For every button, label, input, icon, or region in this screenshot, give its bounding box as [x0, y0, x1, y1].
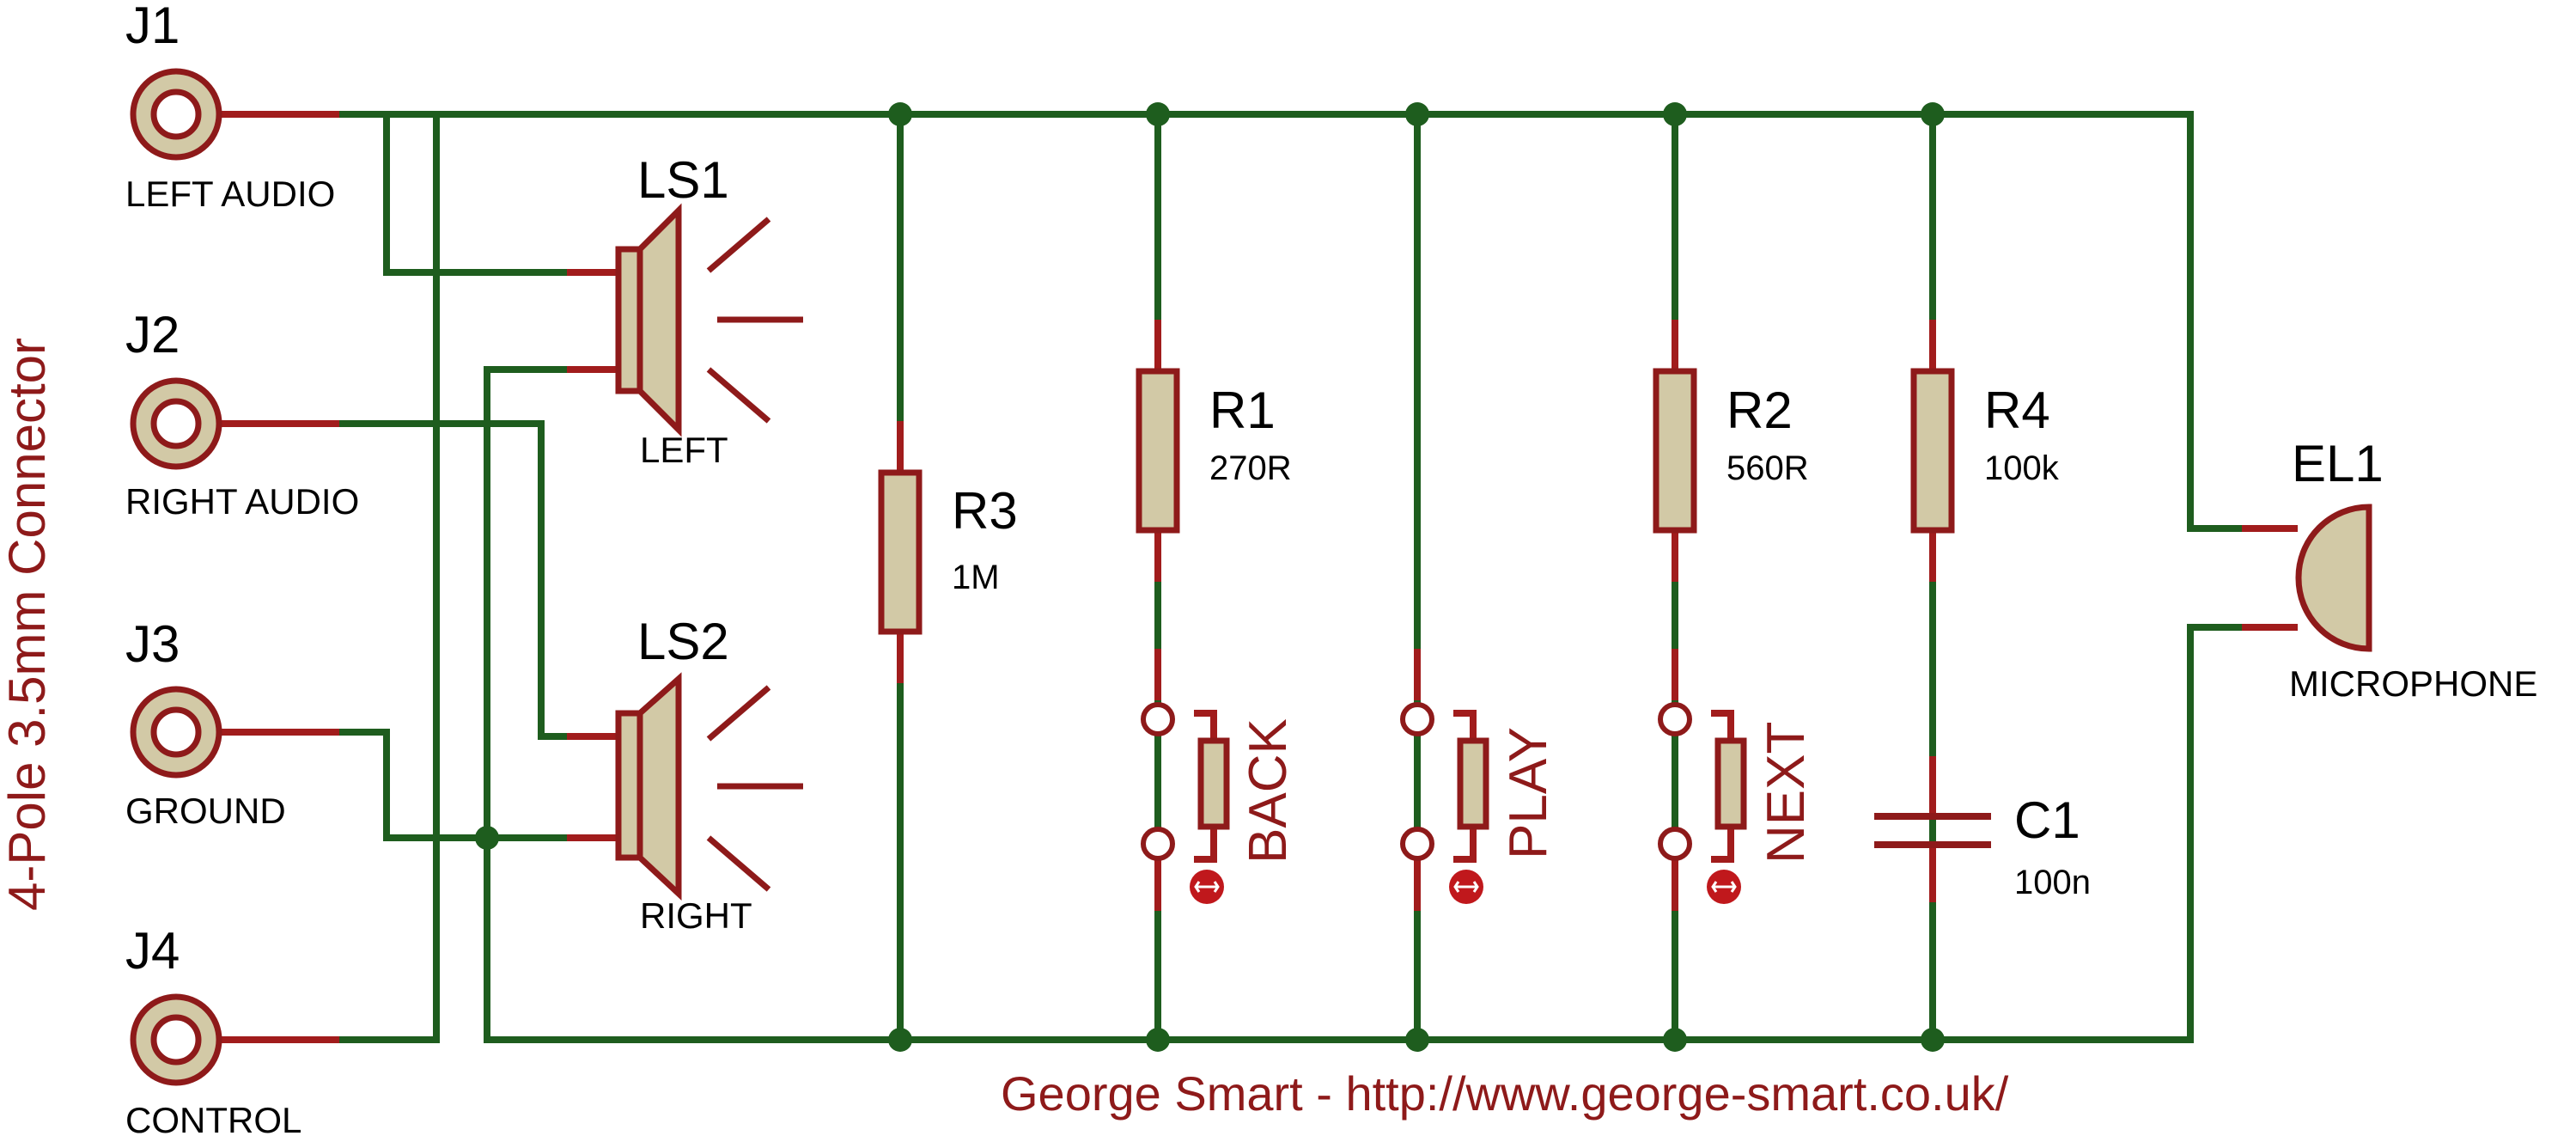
- resistor-r4: R4 100k: [1910, 320, 2060, 582]
- jack-ref: J4: [125, 922, 180, 980]
- wire-right-audio: [336, 420, 570, 740]
- button-back: BACK: [1141, 649, 1298, 911]
- footer-credit: George Smart - http://www.george-smart.c…: [1001, 1066, 2009, 1121]
- jack-j2: J2 RIGHT AUDIO: [125, 306, 359, 522]
- wire-ground-rail: [484, 366, 570, 1043]
- jack-j1: J1 LEFT AUDIO: [125, 0, 339, 214]
- resistor-value: 100k: [1984, 449, 2060, 487]
- speaker-ls2: LS2 RIGHT: [567, 613, 803, 936]
- jack-ref: J3: [125, 615, 180, 673]
- speaker-ref: LS1: [637, 151, 729, 209]
- wire-top-bus: [433, 111, 2245, 532]
- capacitor-value: 100n: [2014, 864, 2091, 901]
- wire-left-audio: [336, 111, 570, 276]
- resistor-value: 270R: [1209, 449, 1292, 487]
- capacitor-c1: C1 100n: [1874, 756, 2091, 902]
- junction-dot: [1921, 102, 1945, 126]
- jack-label: RIGHT AUDIO: [125, 481, 359, 522]
- junction-dot: [1146, 1028, 1170, 1052]
- speaker-ls1: LS1 LEFT: [567, 151, 803, 470]
- jack-label: CONTROL: [125, 1100, 301, 1136]
- button-label: NEXT: [1757, 722, 1816, 864]
- button-play: PLAY: [1400, 649, 1558, 911]
- jack-ref: J2: [125, 306, 180, 363]
- wire-ground: [336, 729, 570, 841]
- junction-dot: [1663, 102, 1687, 126]
- resistor-value: 560R: [1726, 449, 1809, 487]
- speaker-label: LEFT: [640, 430, 728, 470]
- microphone-el1: EL1 MICROPHONE: [2242, 435, 2537, 704]
- junction-dot: [1146, 102, 1170, 126]
- resistor-r2: R2 560R: [1653, 320, 1809, 582]
- resistor-ref: R1: [1209, 382, 1276, 439]
- jack-label: LEFT AUDIO: [125, 174, 335, 214]
- speaker-ref: LS2: [637, 613, 729, 670]
- junction-dot: [888, 1028, 912, 1052]
- button-next: NEXT: [1658, 649, 1816, 911]
- resistor-r1: R1 270R: [1136, 320, 1292, 582]
- jack-label: GROUND: [125, 791, 286, 831]
- microphone-ref: EL1: [2292, 435, 2384, 492]
- junctions: [475, 102, 1945, 1052]
- junction-dot: [888, 102, 912, 126]
- junction-dot: [1663, 1028, 1687, 1052]
- jack-j3: J3 GROUND: [125, 615, 339, 831]
- jack-j4: J4 CONTROL: [125, 922, 339, 1136]
- resistor-value: 1M: [952, 559, 1000, 596]
- side-label: 4-Pole 3.5mm Connector: [0, 338, 56, 911]
- resistor-ref: R4: [1984, 382, 2050, 439]
- junction-dot: [1921, 1028, 1945, 1052]
- junction-dot: [475, 826, 499, 850]
- resistor-ref: R2: [1726, 382, 1793, 439]
- microphone-label: MICROPHONE: [2289, 663, 2537, 704]
- resistor-ref: R3: [952, 482, 1018, 540]
- speaker-label: RIGHT: [640, 895, 752, 936]
- junction-dot: [1405, 1028, 1429, 1052]
- resistor-r3: R3 1M: [878, 421, 1018, 683]
- button-label: BACK: [1239, 718, 1298, 864]
- capacitor-ref: C1: [2014, 791, 2080, 849]
- junction-dot: [1405, 102, 1429, 126]
- wire-bottom-bus: [484, 624, 2245, 1043]
- button-label: PLAY: [1499, 727, 1558, 859]
- jack-ref: J1: [125, 0, 180, 54]
